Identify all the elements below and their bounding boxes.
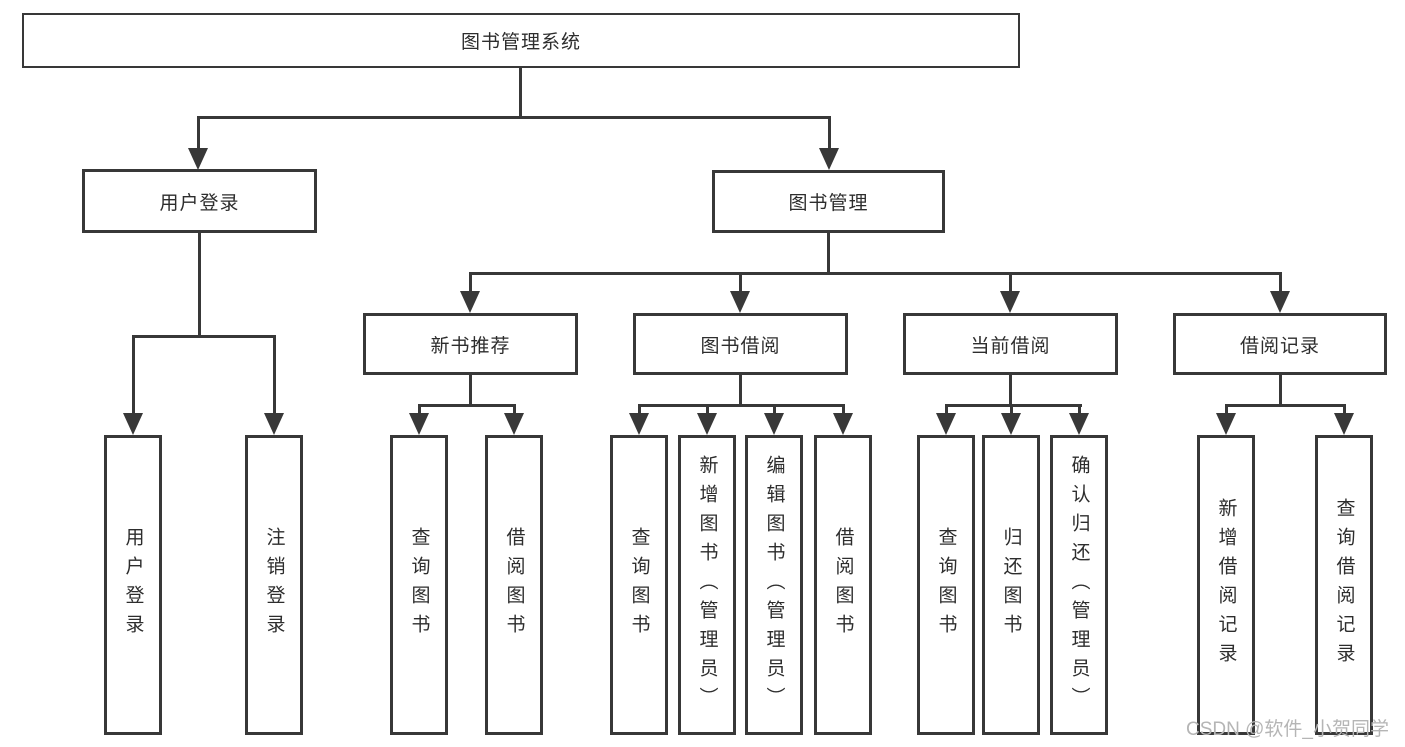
node-borrow-records: 借阅记录 (1173, 313, 1387, 375)
node-current-borrow-label: 当前借阅 (970, 335, 1051, 357)
connector-hline (1225, 404, 1346, 407)
leaf-nb-query-books-label: 查询图书 (408, 527, 430, 643)
leaf-br-query-record: 查询借阅记录 (1315, 435, 1373, 735)
connector-vline (638, 404, 641, 415)
connector-vline (739, 272, 742, 293)
leaf-bb-query-books-label: 查询图书 (628, 527, 650, 643)
connector-hline (945, 404, 1082, 407)
arrowhead-down (629, 413, 649, 435)
connector-vline (828, 116, 831, 150)
node-borrow-records-label: 借阅记录 (1239, 335, 1320, 357)
leaf-user-login-label: 用户登录 (122, 527, 144, 643)
node-new-book-recommend-label: 新书推荐 (430, 335, 511, 357)
node-new-book-recommend: 新书推荐 (363, 313, 578, 375)
leaf-bb-borrow-books: 借阅图书 (814, 435, 872, 735)
arrowhead-down (504, 413, 524, 435)
connector-vline (418, 404, 421, 415)
arrowhead-down (730, 291, 750, 313)
connector-vline (1225, 404, 1228, 415)
node-book-management: 图书管理 (712, 170, 945, 233)
leaf-bb-borrow-books-label: 借阅图书 (832, 527, 854, 643)
leaf-cb-return-books: 归还图书 (982, 435, 1040, 735)
leaf-bb-edit-books-admin: 编辑图书（管理员） (745, 435, 803, 735)
connector-vline (739, 375, 742, 406)
arrowhead-down (123, 413, 143, 435)
connector-vline (469, 375, 472, 406)
leaf-cb-confirm-return-admin-label: 确认归还（管理员） (1068, 454, 1090, 716)
connector-vline (706, 404, 709, 415)
arrowhead-down (697, 413, 717, 435)
leaf-cb-query-books: 查询图书 (917, 435, 975, 735)
arrowhead-down (460, 291, 480, 313)
node-root: 图书管理系统 (22, 13, 1020, 68)
leaf-nb-borrow-books-label: 借阅图书 (503, 527, 525, 643)
connector-vline (1279, 375, 1282, 406)
arrowhead-down (264, 413, 284, 435)
connector-vline (1010, 404, 1013, 415)
leaf-cb-confirm-return-admin: 确认归还（管理员） (1050, 435, 1108, 735)
arrowhead-down (819, 148, 839, 170)
node-user-login-label: 用户登录 (159, 192, 240, 214)
leaf-cb-query-books-label: 查询图书 (935, 527, 957, 643)
connector-vline (273, 335, 276, 415)
connector-vline (945, 404, 948, 415)
connector-hline (197, 116, 831, 119)
connector-vline (1343, 404, 1346, 415)
connector-vline (198, 233, 201, 337)
node-book-management-label: 图书管理 (788, 193, 869, 214)
connector-hline (469, 272, 1282, 275)
arrowhead-down (1000, 291, 1020, 313)
leaf-logout: 注销登录 (245, 435, 303, 735)
watermark: CSDN @软件_小贺同学 (1186, 719, 1389, 740)
connector-vline (827, 233, 830, 274)
leaf-bb-add-books-admin-label: 新增图书（管理员） (696, 454, 718, 716)
arrowhead-down (833, 413, 853, 435)
connector-vline (1078, 404, 1081, 415)
arrowhead-down (1216, 413, 1236, 435)
leaf-nb-borrow-books: 借阅图书 (485, 435, 543, 735)
connector-vline (132, 335, 135, 415)
connector-vline (1279, 272, 1282, 293)
node-user-login: 用户登录 (82, 169, 317, 233)
leaf-logout-label: 注销登录 (263, 527, 285, 643)
arrowhead-down (188, 148, 208, 170)
connector-vline (197, 116, 200, 150)
connector-vline (1009, 272, 1012, 293)
arrowhead-down (1069, 413, 1089, 435)
node-book-borrow: 图书借阅 (633, 313, 848, 375)
connector-hline (132, 335, 276, 338)
node-root-label: 图书管理系统 (460, 32, 581, 53)
connector-hline (638, 404, 845, 407)
leaf-bb-edit-books-admin-label: 编辑图书（管理员） (763, 454, 785, 716)
connector-vline (519, 68, 522, 119)
arrowhead-down (936, 413, 956, 435)
arrowhead-down (1334, 413, 1354, 435)
arrowhead-down (764, 413, 784, 435)
leaf-br-add-record: 新增借阅记录 (1197, 435, 1255, 735)
node-book-borrow-label: 图书借阅 (700, 335, 781, 357)
leaf-cb-return-books-label: 归还图书 (1000, 527, 1022, 643)
connector-vline (842, 404, 845, 415)
arrowhead-down (1270, 291, 1290, 313)
connector-vline (513, 404, 516, 415)
leaf-br-query-record-label: 查询借阅记录 (1333, 498, 1355, 672)
connector-vline (773, 404, 776, 415)
connector-vline (469, 272, 472, 293)
node-current-borrow: 当前借阅 (903, 313, 1118, 375)
leaf-bb-query-books: 查询图书 (610, 435, 668, 735)
connector-vline (1009, 375, 1012, 406)
leaf-user-login: 用户登录 (104, 435, 162, 735)
arrowhead-down (1001, 413, 1021, 435)
leaf-bb-add-books-admin: 新增图书（管理员） (678, 435, 736, 735)
leaf-nb-query-books: 查询图书 (390, 435, 448, 735)
leaf-br-add-record-label: 新增借阅记录 (1215, 498, 1237, 672)
connector-hline (418, 404, 516, 407)
arrowhead-down (409, 413, 429, 435)
